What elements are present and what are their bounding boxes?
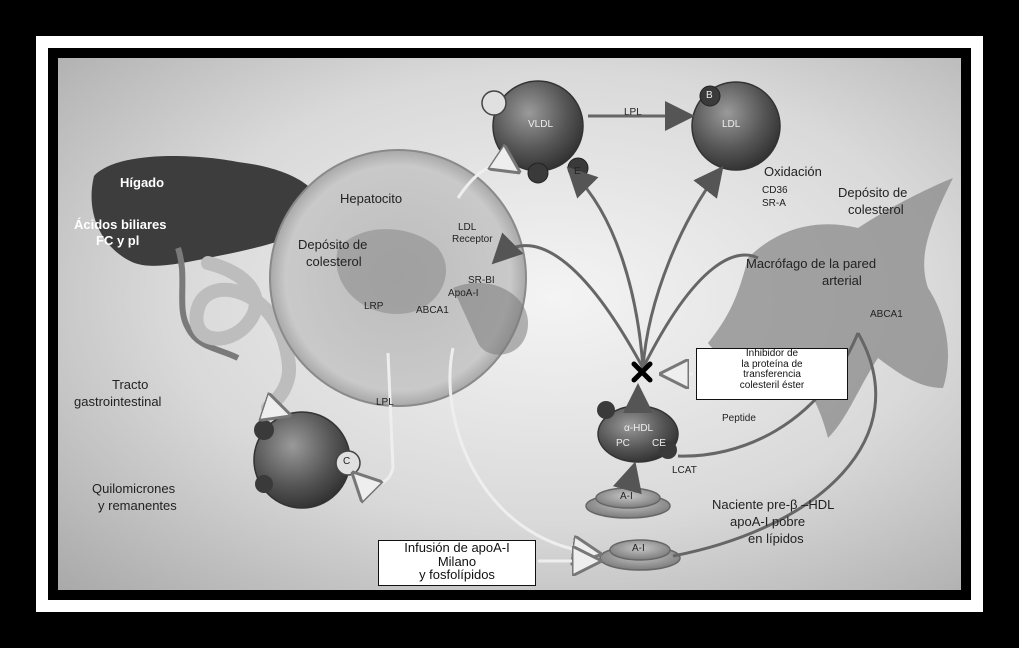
bile-acids-label: Ácidos biliares [74,218,166,232]
nascent-hdl-label-1: Naciente pre-β –HDL [712,498,834,512]
macrophage-deposit-label-2: colesterol [848,203,904,217]
inhibitor-line-3: transferencia [697,370,847,381]
vldl-e-label: E [574,167,581,178]
hepatocyte-label: Hepatocito [340,192,402,206]
diagram-panel: Hígado Ácidos biliares FC y pl Hepatocit… [58,58,961,590]
hepatocyte-deposit-label-1: Depósito de [298,238,367,252]
nascent-hdl-label-3: en lípidos [748,532,804,546]
macrophage-label-1: Macrófago de la pared [746,257,876,271]
infusion-line-2: Milano [379,555,535,569]
lpl-left-label: LPL [376,398,394,409]
ce-label: CE [652,439,666,450]
abca1-macrophage-label: ABCA1 [870,310,903,321]
fc-pl-label: FC y pl [96,234,139,248]
oxidation-label: Oxidación [764,165,822,179]
gi-tract-label-2: gastrointestinal [74,395,161,409]
cd36-label: CD36 [762,186,788,197]
peptide-label: Peptide [722,414,756,425]
infusion-line-3: y fosfolípidos [379,568,535,582]
lrp-label: LRP [364,302,383,313]
chylomicron-label-1: Quilomicrones [92,482,175,496]
chylomicron-c-label: C [343,457,350,468]
ai-disc-label-2: A-I [632,544,645,555]
ldl-b-label: B [706,91,713,102]
macrophage-deposit-label-1: Depósito de [838,186,907,200]
inhibitor-line-1: Inhibidor de [697,349,847,360]
vldl-particle [482,81,588,183]
ai-disc-label-1: A-I [620,492,633,503]
ldl-receptor-label-1: LDL [458,223,476,234]
lpl-top-label: LPL [624,108,642,119]
sr-a-label: SR-A [762,199,786,210]
apoa1-label: ApoA-I [448,289,479,300]
nascent-hdl-label-2: apoA-I pobre [730,515,805,529]
sr-bi-label: SR-BI [468,276,495,287]
inhibitor-line-4: colesteril éster [697,381,847,392]
hepatocyte-deposit-label-2: colesterol [306,255,362,269]
infusion-box: Infusión de apoA-I Milano y fosfolípidos [378,540,536,586]
gi-tract-label-1: Tracto [112,378,148,392]
alpha-hdl-label: α-HDL [624,424,653,435]
inhibitor-box: Inhibidor de la proteína de transferenci… [696,348,848,400]
infusion-line-1: Infusión de apoA-I [379,541,535,555]
chylomicron-label-2: y remanentes [98,499,177,513]
abca1-hepatocyte-label: ABCA1 [416,306,449,317]
macrophage-label-2: arterial [822,274,862,288]
vldl-label: VLDL [528,120,553,131]
liver-label: Hígado [120,176,164,190]
lcat-label: LCAT [672,466,697,477]
ldl-label: LDL [722,120,740,131]
ldl-receptor-label-2: Receptor [452,235,493,246]
pc-label: PC [616,439,630,450]
